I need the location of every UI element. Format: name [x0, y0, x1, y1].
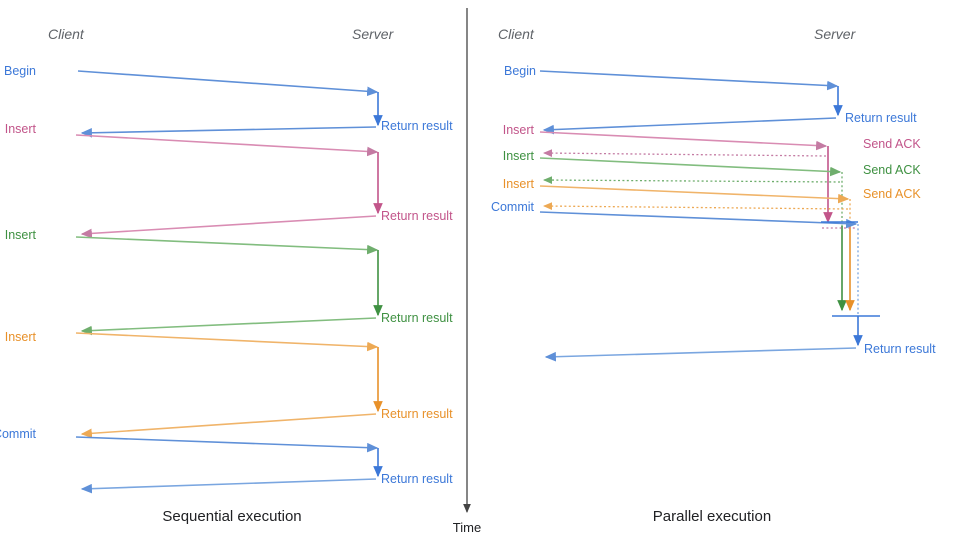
message-s7: Insert — [5, 330, 379, 352]
message-label-p1: Begin — [504, 64, 536, 78]
message-s2: Return result — [80, 119, 453, 138]
message-s8: Return result — [80, 407, 453, 439]
message-label-p6: Send ACK — [863, 163, 921, 177]
message-label-s9: Commit — [0, 427, 37, 441]
message-label-s4: Return result — [381, 209, 453, 223]
message-p2: Return result — [542, 111, 917, 135]
message-label-s8: Return result — [381, 407, 453, 421]
message-label-s5: Insert — [5, 228, 37, 242]
panel-sequential: Client Server Begin Return result Insert… — [0, 26, 453, 525]
message-label-p9: Commit — [491, 200, 535, 214]
message-s1: Begin — [4, 64, 379, 97]
lane-header-client: Client — [48, 26, 85, 42]
message-s10: Return result — [80, 472, 453, 494]
message-p3: Insert — [503, 123, 828, 151]
message-label-s7: Insert — [5, 330, 37, 344]
message-s4: Return result — [80, 209, 453, 239]
message-label-p2: Return result — [845, 111, 917, 125]
message-p9: Commit — [491, 200, 858, 229]
lane-header-server: Server — [352, 26, 395, 42]
ack-p8 — [542, 202, 849, 210]
message-s3: Insert — [5, 122, 379, 157]
message-label-p3: Insert — [503, 123, 535, 137]
message-label-s10: Return result — [381, 472, 453, 486]
lane-header-client-parallel: Client — [498, 26, 535, 42]
message-p5: Insert — [503, 149, 842, 177]
time-axis-label: Time — [453, 520, 481, 535]
message-label-s6: Return result — [381, 311, 453, 325]
message-p7: Insert — [503, 177, 850, 204]
message-label-p7: Insert — [503, 177, 535, 191]
message-p1: Begin — [504, 64, 839, 91]
message-label-s1: Begin — [4, 64, 36, 78]
panel-parallel: Client Server Begin Return result Insert… — [491, 26, 936, 525]
message-p10: Return result — [544, 342, 936, 362]
message-s9: Commit — [0, 427, 379, 453]
panel-caption-sequential: Sequential execution — [162, 508, 301, 525]
lane-header-server-parallel: Server — [814, 26, 857, 42]
message-label-p4: Send ACK — [863, 137, 921, 151]
message-label-p8: Send ACK — [863, 187, 921, 201]
panel-caption-parallel: Parallel execution — [653, 508, 771, 525]
message-label-p10: Return result — [864, 342, 936, 356]
message-label-s2: Return result — [381, 119, 453, 133]
message-s5: Insert — [5, 228, 379, 255]
message-label-p5: Insert — [503, 149, 535, 163]
message-label-s3: Insert — [5, 122, 37, 136]
ack-p4 — [542, 149, 827, 157]
ack-p6 — [542, 176, 841, 184]
message-s6: Return result — [80, 311, 453, 336]
